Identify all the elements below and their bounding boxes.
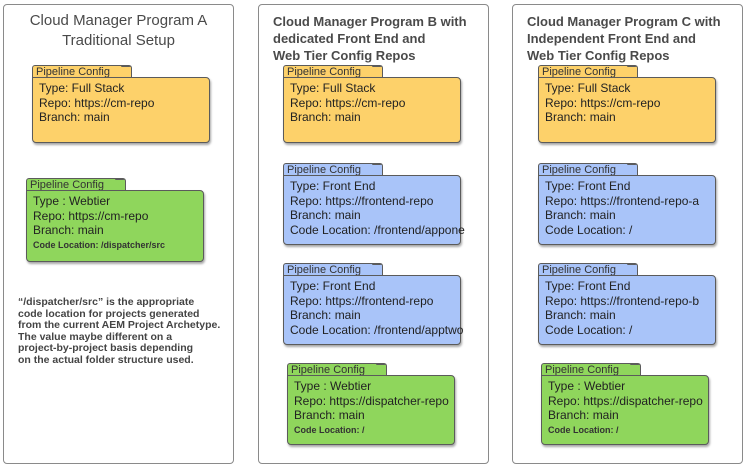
folder-tab: Pipeline Config (541, 363, 641, 377)
pipeline-branch: Branch: main (290, 208, 361, 222)
pipeline-code-location: Code Location: /frontend/apptwo (290, 322, 464, 337)
folder-tab: Pipeline Config (287, 363, 387, 377)
folder-body: Type: Front End Repo: https://frontend-r… (538, 275, 716, 345)
pipeline-repo: Repo: https://frontend-repo (290, 193, 434, 208)
pipeline-config-webtier-a: Pipeline Config Type : Webtier Repo: htt… (26, 178, 204, 262)
panel-program-b: Cloud Manager Program B with dedicated F… (258, 4, 489, 464)
pipeline-config-fullstack-b: Pipeline Config Type: Full Stack Repo: h… (283, 65, 461, 143)
pipeline-code-location: Code Location: / (548, 424, 619, 435)
folder-tab: Pipeline Config (283, 163, 383, 177)
pipeline-repo: Repo: https://frontend-repo-b (545, 293, 700, 308)
folder-tab: Pipeline Config (538, 163, 638, 177)
pipeline-branch: Branch: main (545, 308, 616, 322)
panel-a-title: Cloud Manager Program A Traditional Setu… (29, 12, 208, 49)
pipeline-branch: Branch: main (39, 110, 110, 124)
pipeline-type: Type: Front End (545, 279, 631, 293)
pipeline-type: Type : Webtier (548, 379, 626, 393)
folder-body: Type: Full Stack Repo: https://cm-repo B… (283, 77, 461, 143)
pipeline-branch: Branch: main (545, 110, 616, 124)
pipeline-code-location: Code Location: / (545, 222, 633, 237)
pipeline-branch: Branch: main (290, 110, 361, 124)
folder-tab: Pipeline Config (538, 65, 638, 79)
folder-tab: Pipeline Config (283, 263, 383, 277)
folder-body: Type : Webtier Repo: https://dispatcher-… (287, 375, 455, 445)
folder-body: Type : Webtier Repo: https://dispatcher-… (541, 375, 709, 445)
folder-body: Type: Front End Repo: https://frontend-r… (283, 275, 464, 345)
pipeline-type: Type: Full Stack (545, 81, 631, 95)
pipeline-type: Type: Front End (290, 279, 376, 293)
panel-c-title: Cloud Manager Program C with Independent… (527, 14, 721, 63)
panel-program-c: Cloud Manager Program C with Independent… (512, 4, 743, 464)
folder-body: Type: Front End Repo: https://frontend-r… (283, 175, 465, 245)
folder-tab: Pipeline Config (32, 65, 132, 79)
panel-program-a: Cloud Manager Program A Traditional Setu… (3, 4, 234, 464)
pipeline-config-fullstack-a: Pipeline Config Type: Full Stack Repo: h… (32, 65, 210, 143)
pipeline-config-webtier-c: Pipeline Config Type : Webtier Repo: htt… (541, 363, 709, 445)
pipeline-type: Type: Front End (290, 179, 376, 193)
pipeline-code-location: Code Location: / (294, 424, 365, 435)
pipeline-repo: Repo: https://cm-repo (33, 208, 149, 223)
pipeline-code-location: Code Location: /frontend/appone (290, 222, 465, 237)
pipeline-repo: Repo: https://cm-repo (290, 95, 406, 110)
pipeline-repo: Repo: https://dispatcher-repo (294, 393, 449, 408)
folder-tab: Pipeline Config (26, 178, 126, 192)
pipeline-repo: Repo: https://cm-repo (39, 95, 155, 110)
pipeline-type: Type: Full Stack (39, 81, 125, 95)
folder-body: Type: Full Stack Repo: https://cm-repo B… (538, 77, 716, 143)
pipeline-config-frontend-c1: Pipeline Config Type: Front End Repo: ht… (538, 163, 716, 245)
pipeline-branch: Branch: main (548, 408, 619, 422)
pipeline-type: Type : Webtier (294, 379, 372, 393)
pipeline-branch: Branch: main (545, 208, 616, 222)
folder-tab: Pipeline Config (538, 263, 638, 277)
pipeline-code-location: Code Location: /dispatcher/src (33, 239, 166, 250)
pipeline-code-location: Code Location: / (545, 322, 633, 337)
pipeline-type: Type: Full Stack (290, 81, 376, 95)
pipeline-repo: Repo: https://cm-repo (545, 95, 661, 110)
pipeline-branch: Branch: main (33, 223, 104, 237)
pipeline-config-frontend-b1: Pipeline Config Type: Front End Repo: ht… (283, 163, 465, 245)
pipeline-config-frontend-b2: Pipeline Config Type: Front End Repo: ht… (283, 263, 464, 345)
folder-body: Type: Front End Repo: https://frontend-r… (538, 175, 716, 245)
pipeline-branch: Branch: main (290, 308, 361, 322)
panel-b-title: Cloud Manager Program B with dedicated F… (273, 14, 467, 63)
pipeline-config-frontend-c2: Pipeline Config Type: Front End Repo: ht… (538, 263, 716, 345)
pipeline-repo: Repo: https://frontend-repo (290, 293, 434, 308)
pipeline-config-webtier-b: Pipeline Config Type : Webtier Repo: htt… (287, 363, 455, 445)
folder-body: Type: Full Stack Repo: https://cm-repo B… (32, 77, 210, 143)
dispatcher-src-note: “/dispatcher/src” is the appropriate cod… (18, 296, 221, 366)
folder-body: Type : Webtier Repo: https://cm-repo Bra… (26, 190, 204, 262)
pipeline-repo: Repo: https://dispatcher-repo (548, 393, 703, 408)
folder-tab: Pipeline Config (283, 65, 383, 79)
pipeline-type: Type: Front End (545, 179, 631, 193)
pipeline-config-fullstack-c: Pipeline Config Type: Full Stack Repo: h… (538, 65, 716, 143)
pipeline-type: Type : Webtier (33, 194, 111, 208)
pipeline-repo: Repo: https://frontend-repo-a (545, 193, 700, 208)
pipeline-branch: Branch: main (294, 408, 365, 422)
